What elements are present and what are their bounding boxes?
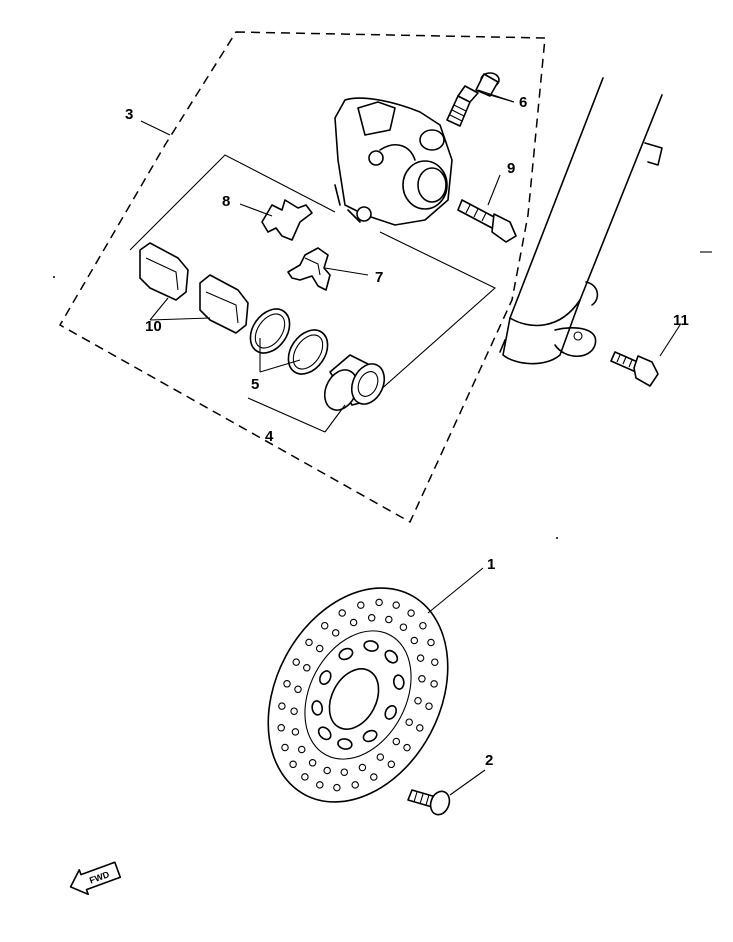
disc-vent-hole (316, 781, 324, 789)
disc-vent-hole (351, 781, 359, 789)
disc-vent-hole (301, 773, 309, 781)
disc-vent-hole (331, 629, 340, 637)
disc-vent-hole (303, 664, 311, 672)
disc-vent-hole (418, 675, 426, 683)
callout-4: 4 (265, 428, 274, 445)
callout-5: 5 (251, 376, 259, 393)
leader-lines (140, 89, 681, 796)
disc-vent-hole (410, 636, 419, 645)
callout-6: 6 (519, 94, 527, 111)
disc-vent-hole (425, 702, 433, 710)
disc-vent-hole (277, 724, 285, 732)
disc-hub-cutout (362, 729, 378, 743)
disc-vent-hole (375, 598, 383, 607)
inner-group-outline-right (377, 231, 496, 393)
disc-hub-cutout (363, 640, 379, 652)
disc-hub-cutout (318, 670, 332, 686)
disc-vent-hole (416, 724, 424, 732)
callout-3: 3 (125, 106, 133, 123)
callout-2: 2 (485, 752, 493, 769)
disc-hub-cutout (384, 649, 399, 664)
disc-vent-hole (349, 618, 358, 627)
disc-vent-hole (407, 609, 415, 617)
disc-vent-hole (367, 614, 376, 622)
callout-9: 9 (507, 160, 515, 177)
disc-vent-hole (376, 753, 385, 761)
brake-pads (139, 242, 249, 334)
bleed-screw (446, 72, 500, 127)
disc-vent-hole (320, 621, 329, 630)
caliper-bolt (610, 351, 659, 387)
inner-group-outline (129, 154, 336, 251)
brake-caliper (334, 97, 453, 226)
speck (556, 537, 558, 539)
callout-10: 10 (145, 318, 162, 335)
caliper-piston (323, 354, 386, 411)
disc-vent-hole (416, 654, 425, 662)
disc-vent-hole (392, 737, 401, 746)
disc-vent-hole (419, 621, 427, 630)
disc-vent-hole (357, 601, 365, 609)
disc-vent-hole (292, 658, 300, 666)
disc-hub-cutout (384, 704, 398, 720)
disc-vent-hole (323, 766, 331, 775)
disc-hub-cutout (392, 674, 405, 690)
disc-vent-hole (403, 743, 411, 752)
disc-vent-hole (340, 768, 349, 776)
disc-hub-cutout (337, 738, 353, 750)
disc-hub-cutout (317, 726, 332, 741)
disc-vent-hole (289, 760, 297, 769)
disc-vent-hole (305, 638, 313, 647)
disc-vent-hole (291, 728, 300, 736)
disc-vent-hole (281, 743, 289, 752)
disc-vent-hole (430, 680, 438, 688)
disc-hub-cutout (338, 647, 354, 661)
callout-11: 11 (673, 312, 689, 329)
disc-vent-hole (427, 638, 435, 647)
disc-vent-hole (414, 696, 422, 705)
disc-vent-hole (405, 718, 413, 726)
disc-vent-hole (392, 601, 400, 609)
disc-vent-hole (399, 623, 408, 631)
disc-vent-hole (333, 783, 341, 792)
front-fork (499, 77, 712, 365)
callout-8: 8 (222, 193, 230, 210)
disc-vent-hole (370, 773, 378, 781)
callout-7: 7 (375, 269, 383, 286)
speck (53, 276, 55, 278)
disc-vent-hole (294, 685, 302, 694)
pin-bolt (457, 199, 517, 243)
disc-vent-hole (283, 680, 291, 688)
fwd-arrow: FWD (69, 861, 122, 896)
callout-1: 1 (487, 556, 495, 573)
disc-vent-hole (290, 707, 298, 715)
disc-bolt (407, 789, 451, 816)
caliper-assembly-boundary (58, 31, 546, 524)
disc-hub-cutout (311, 700, 324, 716)
disc-vent-hole (338, 609, 346, 617)
piston-seals (249, 308, 329, 375)
disc-vent-hole (385, 615, 393, 624)
disc-vent-hole (308, 759, 317, 767)
disc-vent-hole (387, 760, 396, 769)
disc-vent-hole (297, 745, 306, 754)
disc-vent-hole (315, 644, 324, 653)
disc-vent-hole (278, 702, 286, 710)
support-plate (287, 247, 331, 291)
disc-vent-hole (431, 658, 439, 666)
pad-spring (261, 199, 313, 241)
disc-vent-hole (358, 763, 367, 772)
brake-disc (267, 587, 449, 803)
